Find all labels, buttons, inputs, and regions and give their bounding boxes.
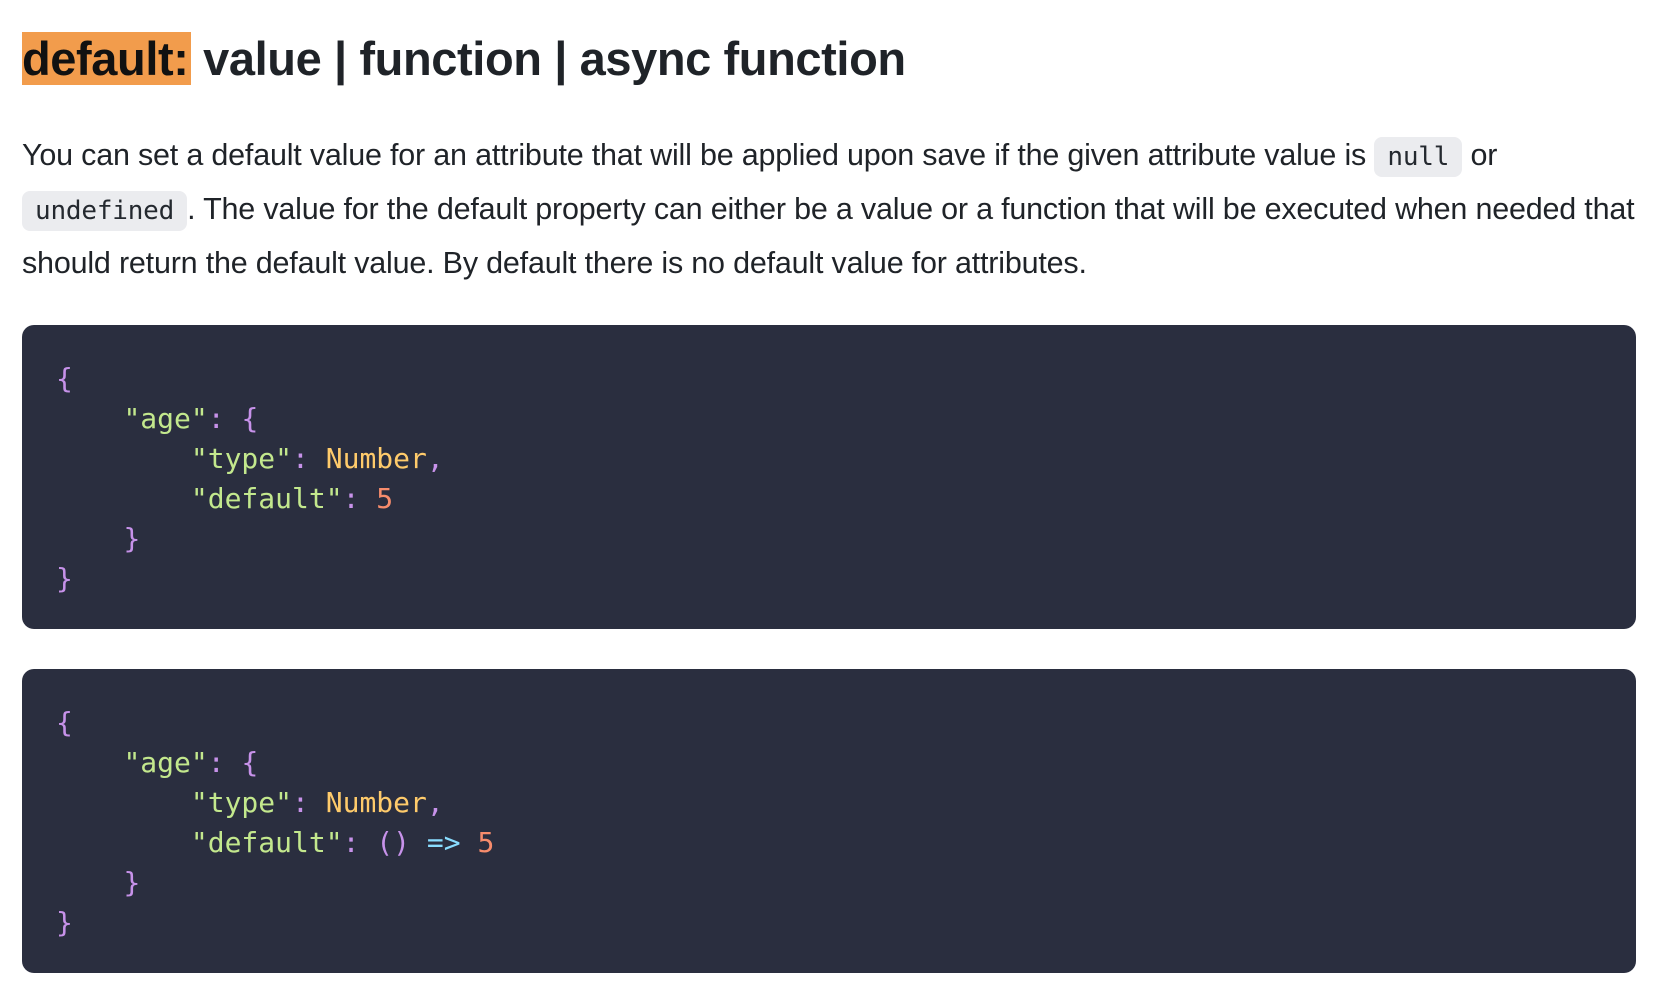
search-highlight: default: [22, 32, 191, 85]
code-indent [56, 482, 191, 515]
code-token: "type" [190, 786, 293, 819]
code-token: { [224, 402, 259, 435]
code-token: 5 [376, 482, 394, 515]
code-indent [56, 866, 123, 899]
code-token: 5 [477, 826, 495, 859]
section-heading: default: value | function | async functi… [22, 28, 906, 90]
code-block-function-default[interactable]: { "age": { "type": Number, "default": ()… [22, 669, 1636, 973]
code-token: , [426, 786, 444, 819]
code-token: "age" [123, 402, 208, 435]
code-token: : [292, 442, 309, 475]
code-token: , [426, 442, 444, 475]
inline-code-null: null [1374, 137, 1463, 177]
code-token: Number [325, 786, 427, 819]
code-block-static-default[interactable]: { "age": { "type": Number, "default": 5 … [22, 325, 1636, 629]
description-paragraph: You can set a default value for an attri… [22, 129, 1642, 289]
code-token: : [342, 482, 360, 515]
code-token: "age" [123, 746, 208, 779]
code-indent [56, 522, 123, 555]
code-token: } [123, 522, 141, 555]
code-token: () [376, 826, 411, 859]
heading-signature: value | function | async function [190, 32, 906, 85]
code-indent [56, 442, 191, 475]
code-content: { "age": { "type": Number, "default": 5 … [56, 359, 1636, 599]
code-indent [56, 402, 123, 435]
code-token: : [342, 826, 360, 859]
code-content: { "age": { "type": Number, "default": ()… [56, 703, 1636, 943]
code-token: "type" [190, 442, 293, 475]
code-indent [56, 746, 123, 779]
code-token: } [56, 906, 73, 939]
description-text: You can set a default value for an attri… [22, 138, 1375, 172]
code-token: : [207, 746, 225, 779]
code-token: } [56, 562, 73, 595]
code-token: Number [325, 442, 427, 475]
code-token: } [123, 866, 141, 899]
code-token: : [207, 402, 225, 435]
inline-code-undefined: undefined [22, 191, 188, 231]
code-indent [56, 826, 191, 859]
code-token: "default" [190, 482, 343, 515]
description-text: . The value for the default property can… [22, 192, 1635, 280]
code-token: { [224, 746, 259, 779]
code-indent [56, 786, 191, 819]
code-token: : [292, 786, 309, 819]
description-text: or [1462, 138, 1498, 172]
code-token: { [56, 706, 73, 739]
code-token: { [56, 362, 73, 395]
code-token: => [426, 826, 461, 859]
code-token: "default" [190, 826, 343, 859]
